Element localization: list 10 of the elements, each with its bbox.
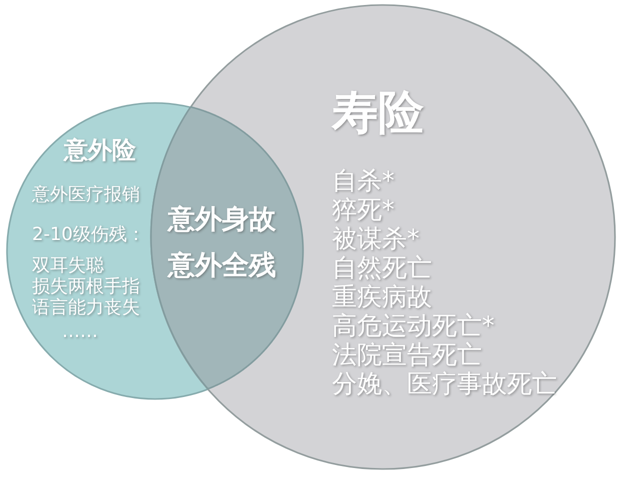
list-item: 2-10级伤残： (32, 224, 145, 244)
list-item: 损失两根手指 (32, 276, 140, 296)
list-item: 双耳失聪 (32, 254, 104, 276)
overlap-label: 意外全残 (168, 250, 276, 282)
overlap-label: 意外身故 (168, 204, 276, 236)
ellipsis-text: …… (62, 320, 98, 342)
list-item: 意外医疗报销 (32, 184, 140, 204)
circle-title: 意外险 (64, 135, 136, 165)
list-item: 语言能力丧失 (32, 296, 140, 318)
circle-title: 寿险 (332, 86, 424, 138)
